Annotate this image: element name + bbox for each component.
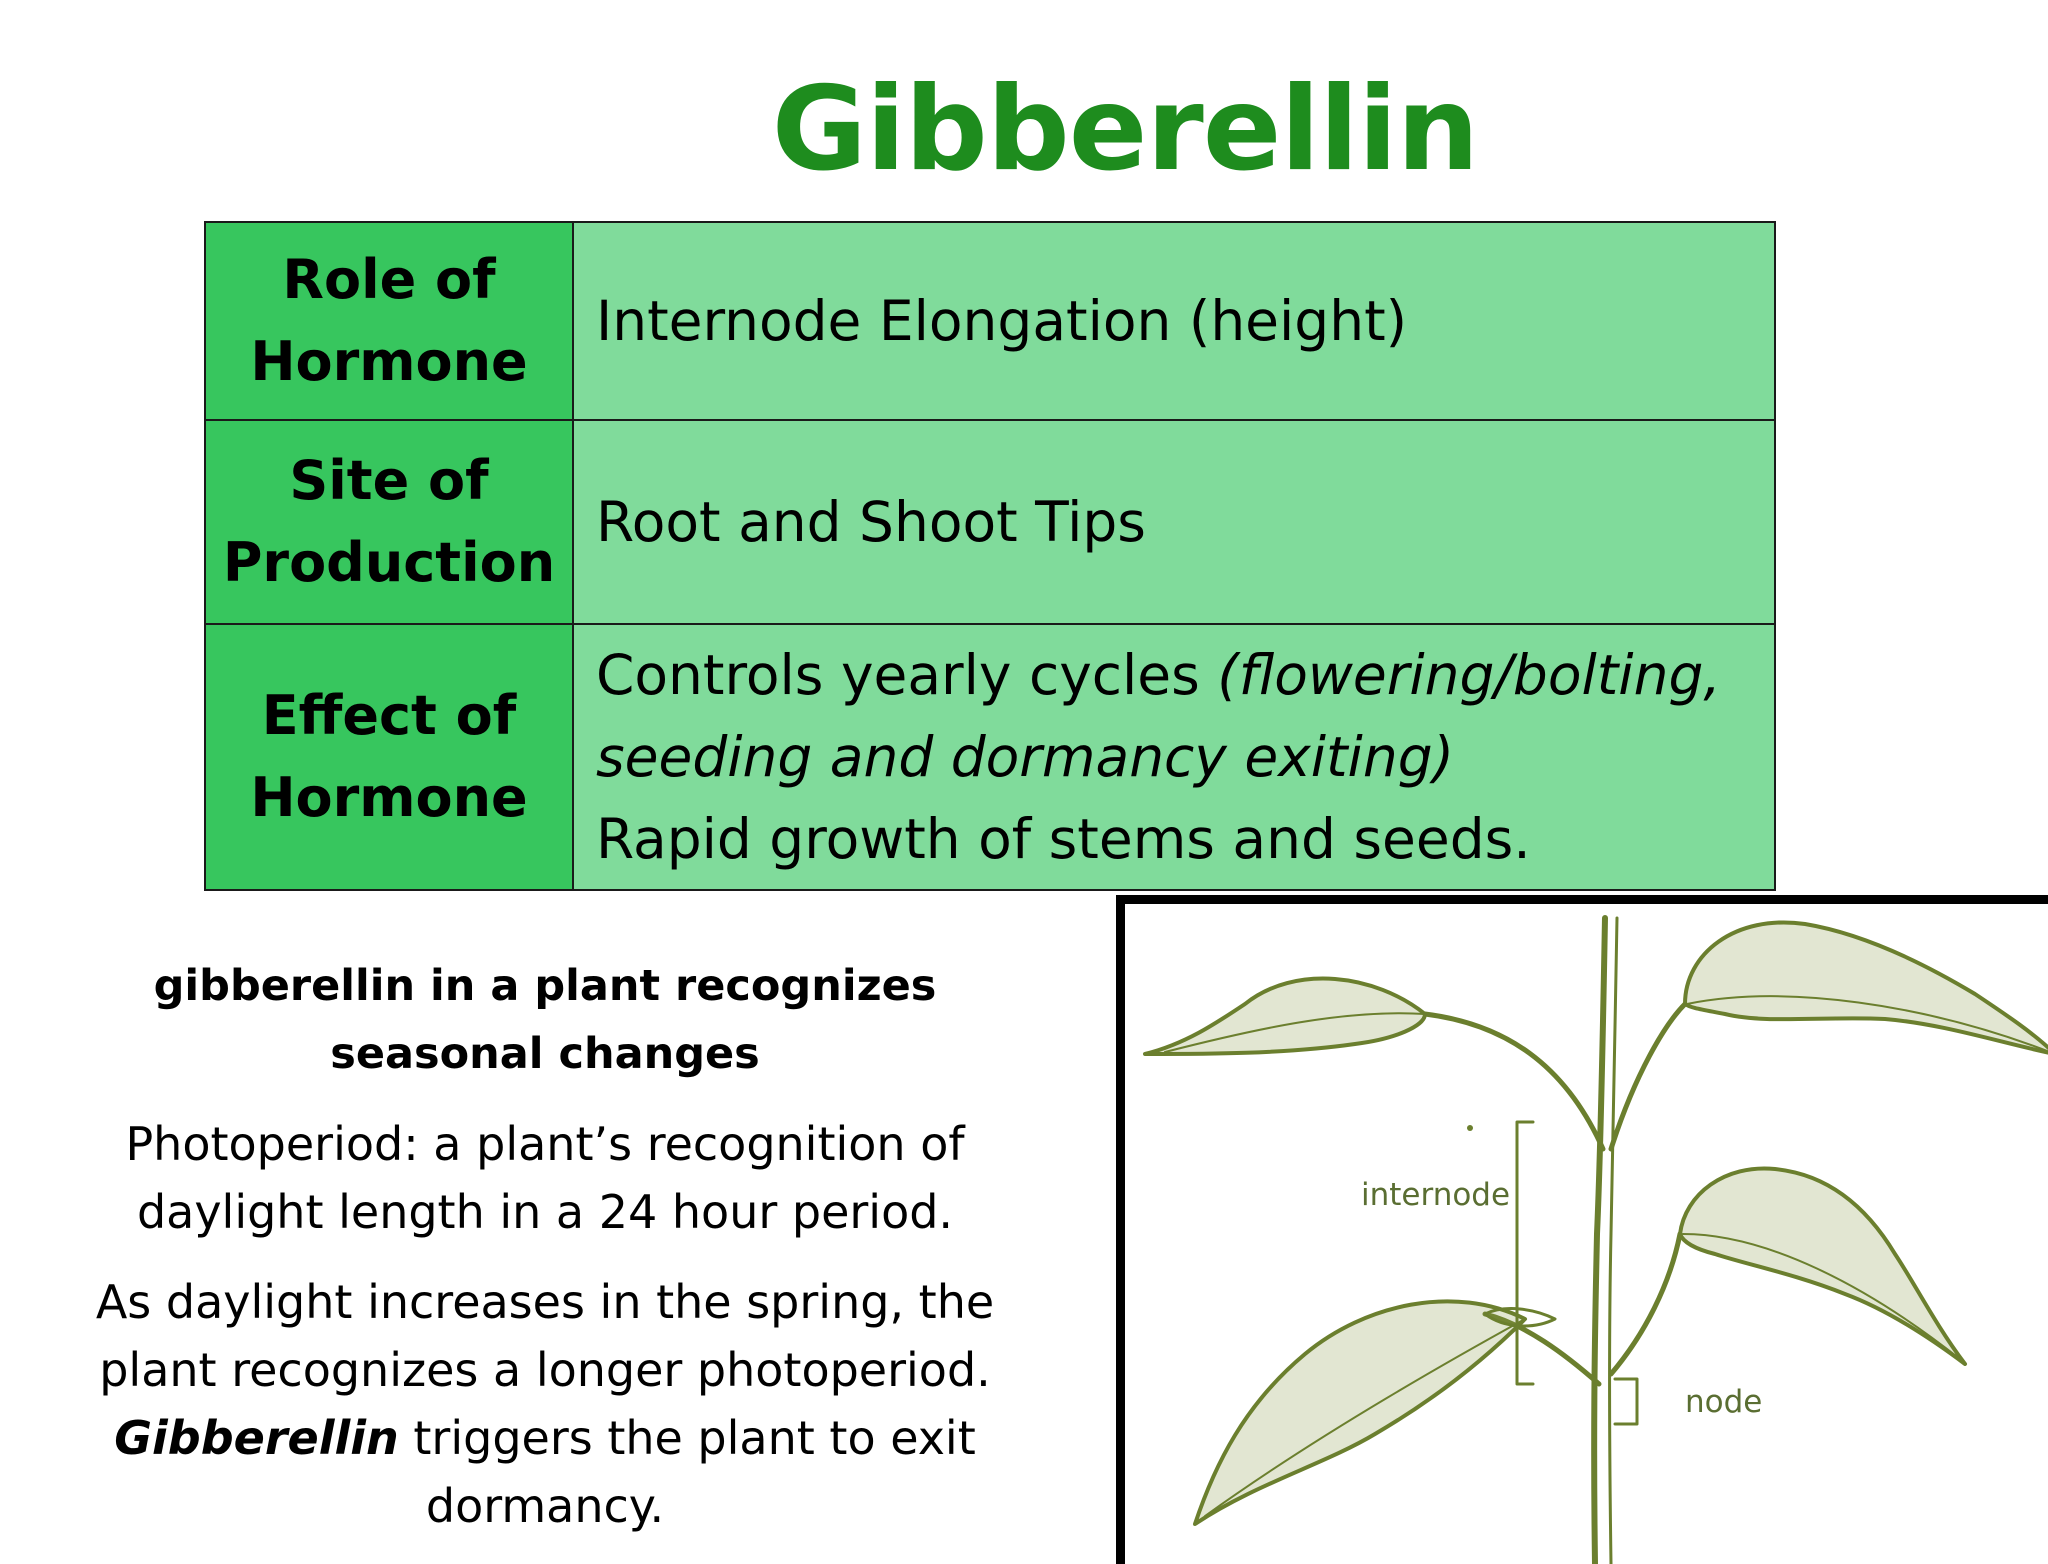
paragraph-text: triggers the plant to exit dormancy.: [398, 1411, 976, 1533]
branch-lower-left: [1482, 1311, 1602, 1387]
table-row-role: Role of Hormone Internode Elongation (he…: [204, 221, 1776, 421]
row-value-effect: Controls yearly cycles (flowering/boltin…: [572, 623, 1776, 891]
leaf-vein: [1686, 995, 2048, 1053]
stem-outline: [1608, 916, 1619, 1564]
hormone-info-table: Role of Hormone Internode Elongation (he…: [204, 221, 1776, 891]
heading-line: Production: [222, 531, 556, 594]
row-heading-site: Site of Production: [204, 419, 574, 625]
node-bracket: [1613, 1377, 1639, 1426]
value-line-1: Controls yearly cycles (flowering/boltin…: [596, 634, 1774, 716]
leaf-upper-left: [1143, 976, 1427, 1056]
row-value-site: Root and Shoot Tips: [572, 419, 1776, 625]
internode-label: internode: [1361, 1177, 1511, 1213]
heading-line: Hormone: [250, 766, 528, 829]
node-label: node: [1685, 1384, 1763, 1420]
branch-upper-left: [1422, 1011, 1606, 1152]
dormancy-paragraph: As daylight increases in the spring, the…: [30, 1268, 1060, 1540]
heading-line: Hormone: [250, 330, 528, 393]
paragraph-emphasis: Gibberellin: [114, 1411, 399, 1465]
leaf-vein: [1164, 1012, 1426, 1053]
heading-line: Effect of: [261, 684, 517, 747]
table-row-site: Site of Production Root and Shoot Tips: [204, 419, 1776, 625]
value-text: Controls yearly cycles: [596, 643, 1218, 707]
leaf-bud: [1483, 1307, 1557, 1328]
value-italic-text: (flowering/bolting,: [1217, 643, 1721, 707]
leaf-vein: [1682, 1233, 1961, 1360]
value-line: Internode Elongation (height): [596, 289, 1408, 353]
row-heading-effect: Effect of Hormone: [204, 623, 574, 891]
plant-drawing: [1143, 915, 2048, 1564]
value-line-3: Rapid growth of stems and seeds.: [596, 807, 1531, 871]
dot-mark: [1467, 1125, 1473, 1131]
slide-title: Gibberellin: [771, 62, 1479, 197]
table-row-effect: Effect of Hormone Controls yearly cycles…: [204, 623, 1776, 891]
plant-figure: internode node: [1116, 895, 2048, 1564]
branch-upper-right: [1608, 1001, 1688, 1152]
leaf-lower-left: [1193, 1299, 1527, 1526]
stem: [1591, 915, 1608, 1564]
heading-line: Role of: [282, 248, 496, 311]
branch-lower-right: [1608, 1231, 1683, 1377]
leaf-vein: [1204, 1318, 1526, 1517]
paragraph-text: As daylight increases in the spring, the…: [95, 1275, 995, 1397]
value-italic-text: seeding and dormancy exiting): [596, 725, 1455, 789]
heading-line: Site of: [289, 449, 489, 512]
row-heading-role: Role of Hormone: [204, 221, 574, 421]
notes-heading: gibberellin in a plant recognizes season…: [153, 961, 937, 1079]
internode-bracket: [1515, 1120, 1535, 1386]
row-value-role: Internode Elongation (height): [572, 221, 1776, 421]
leaf-upper-right: [1683, 920, 2048, 1055]
leaf-lower-right: [1678, 1166, 1967, 1366]
notes-block: gibberellin in a plant recognizes season…: [30, 952, 1060, 1562]
value-line-2: seeding and dormancy exiting): [596, 716, 1774, 798]
photoperiod-definition: Photoperiod: a plant’s recognition of da…: [125, 1117, 965, 1239]
value-line: Root and Shoot Tips: [596, 490, 1146, 554]
